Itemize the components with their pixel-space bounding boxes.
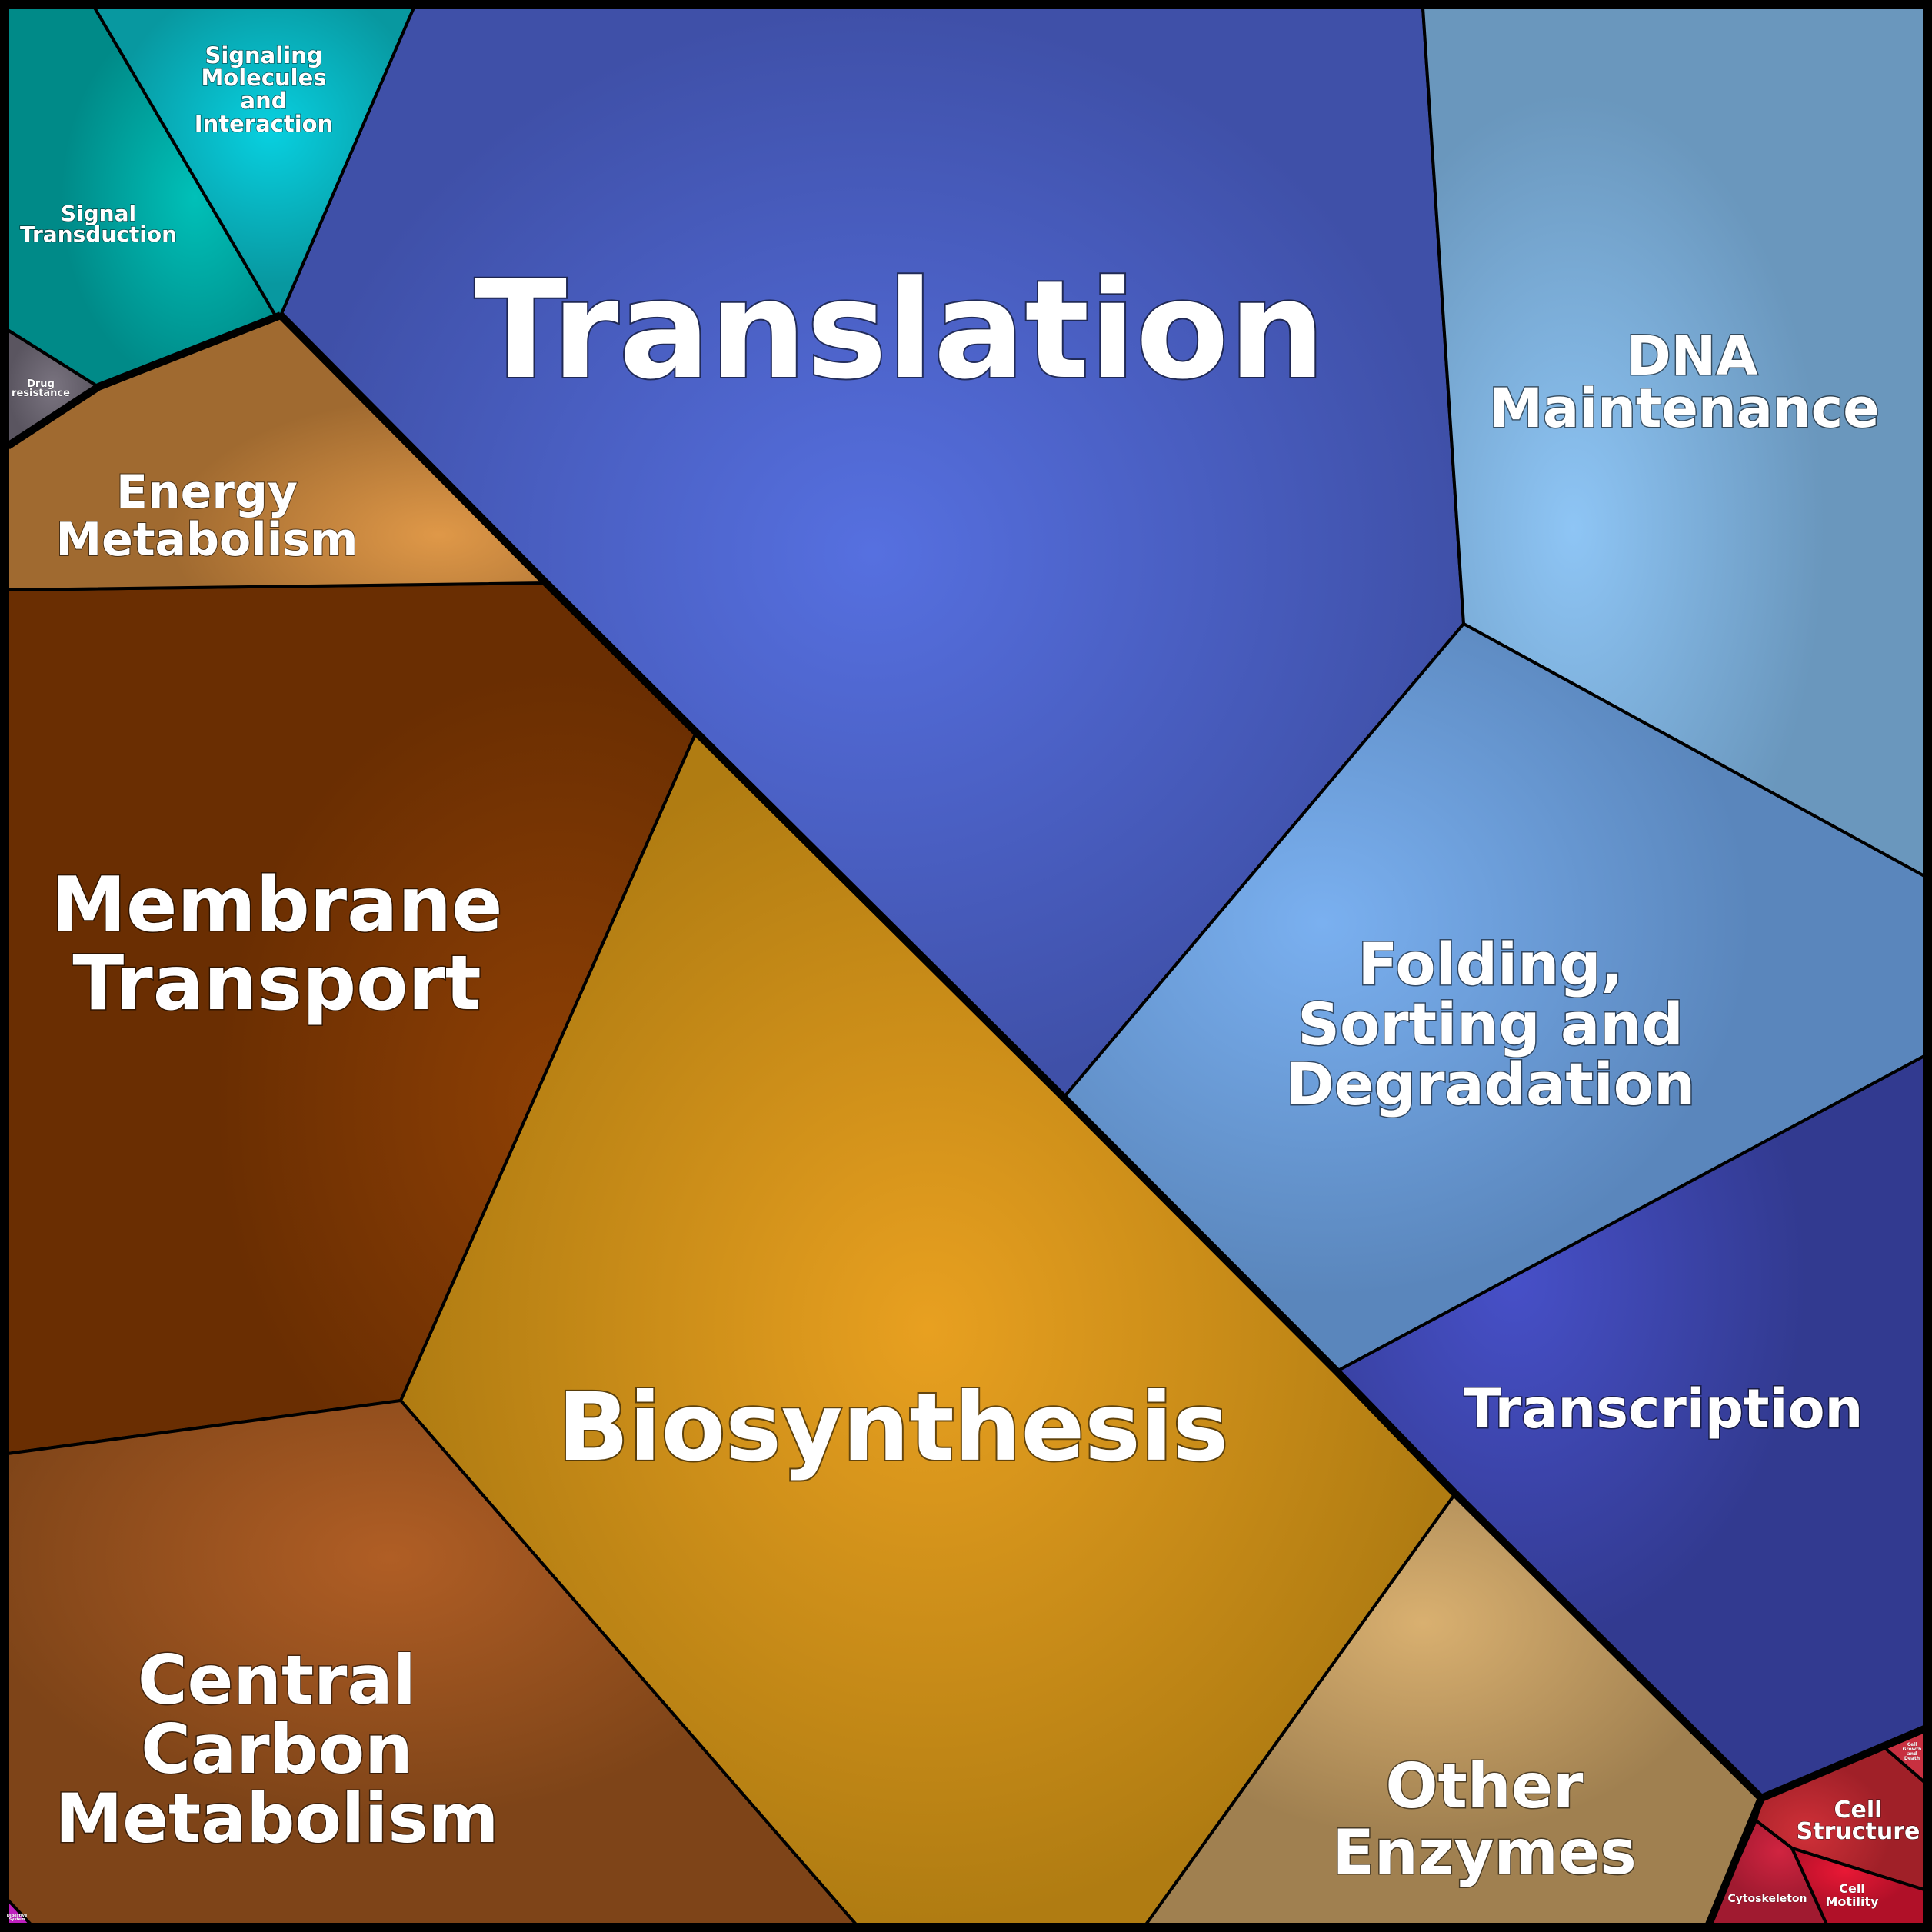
label-cytoskeleton: Cytoskeleton [1727, 1893, 1807, 1905]
label-biosynthesis: Biosynthesis [558, 1373, 1229, 1482]
major-boundary [278, 312, 1926, 1802]
label-translation: Translation [475, 251, 1325, 409]
major-boundary [1705, 1797, 1765, 1926]
label-transcription: Transcription [1464, 1377, 1864, 1441]
major-boundary [5, 311, 282, 450]
